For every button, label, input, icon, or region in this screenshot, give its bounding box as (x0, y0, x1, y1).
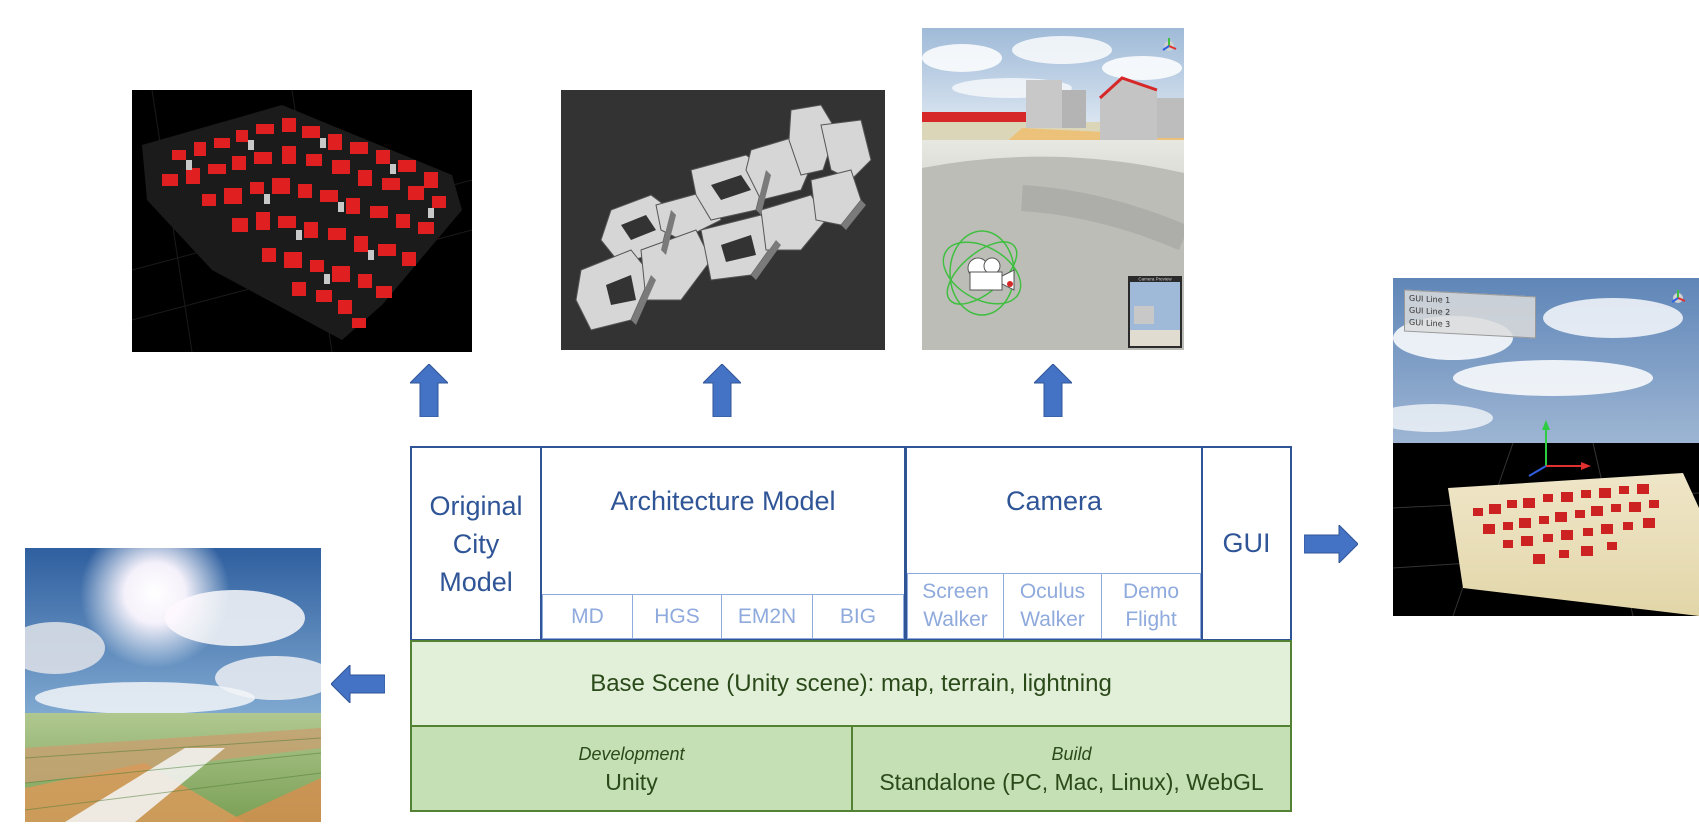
camera-screen-walker-line1: Screen (922, 580, 989, 603)
architecture-model-title: Architecture Model (610, 485, 836, 516)
camera-screenshot: Camera Preview (922, 28, 1184, 350)
camera-oculus-walker-line2: Walker (1020, 608, 1085, 631)
development-value: Unity (605, 769, 658, 795)
camera-screen-walker: Screen Walker (907, 573, 1004, 639)
original-city-model-box: Original City Model (410, 446, 542, 641)
camera-title: Camera (1005, 485, 1103, 516)
arrow-up-original-city-icon (410, 364, 448, 417)
build-value: Standalone (PC, Mac, Linux), WebGL (879, 769, 1264, 795)
camera-demo-flight-line2: Flight (1125, 608, 1177, 631)
gui-screenshot: GUI Line 1 GUI Line 2 GUI Line 3 (1393, 278, 1699, 616)
arrow-right-gui-icon (1304, 525, 1358, 563)
gui-label: GUI (1222, 528, 1271, 558)
architecture-model-screenshot (561, 90, 885, 350)
camera-preview-label: Camera Preview (1138, 277, 1172, 282)
camera-oculus-walker-line1: Oculus (1019, 580, 1086, 603)
arrow-left-base-scene-icon (331, 665, 385, 703)
architect-big: BIG (812, 594, 904, 639)
camera-demo-flight: Demo Flight (1101, 573, 1201, 639)
original-city-model-screenshot (132, 90, 472, 352)
arrow-up-architecture-icon (703, 364, 741, 417)
architect-md: MD (542, 594, 633, 639)
development-box: Development Unity (410, 725, 853, 812)
architect-em2n: EM2N (721, 594, 813, 639)
base-scene-box: Base Scene (Unity scene): map, terrain, … (410, 640, 1292, 727)
build-box: Build Standalone (PC, Mac, Linux), WebGL (851, 725, 1292, 812)
gui-box: GUI (1201, 446, 1292, 641)
camera-screen-walker-line2: Walker (923, 608, 988, 631)
arrow-up-camera-icon (1034, 364, 1072, 417)
build-label: Build (1051, 744, 1092, 764)
architect-hgs: HGS (632, 594, 722, 639)
camera-oculus-walker: Oculus Walker (1003, 573, 1102, 639)
development-label: Development (578, 744, 685, 764)
base-scene-label: Base Scene (Unity scene): map, terrain, … (590, 669, 1112, 697)
camera-demo-flight-line1: Demo (1122, 580, 1180, 603)
original-city-model-label: Original City Model (429, 490, 523, 597)
architecture-model-box: Architecture Model (540, 446, 906, 641)
base-scene-screenshot (25, 548, 321, 822)
gui-overlay-box: GUI Line 1 GUI Line 2 GUI Line 3 (1404, 289, 1536, 339)
